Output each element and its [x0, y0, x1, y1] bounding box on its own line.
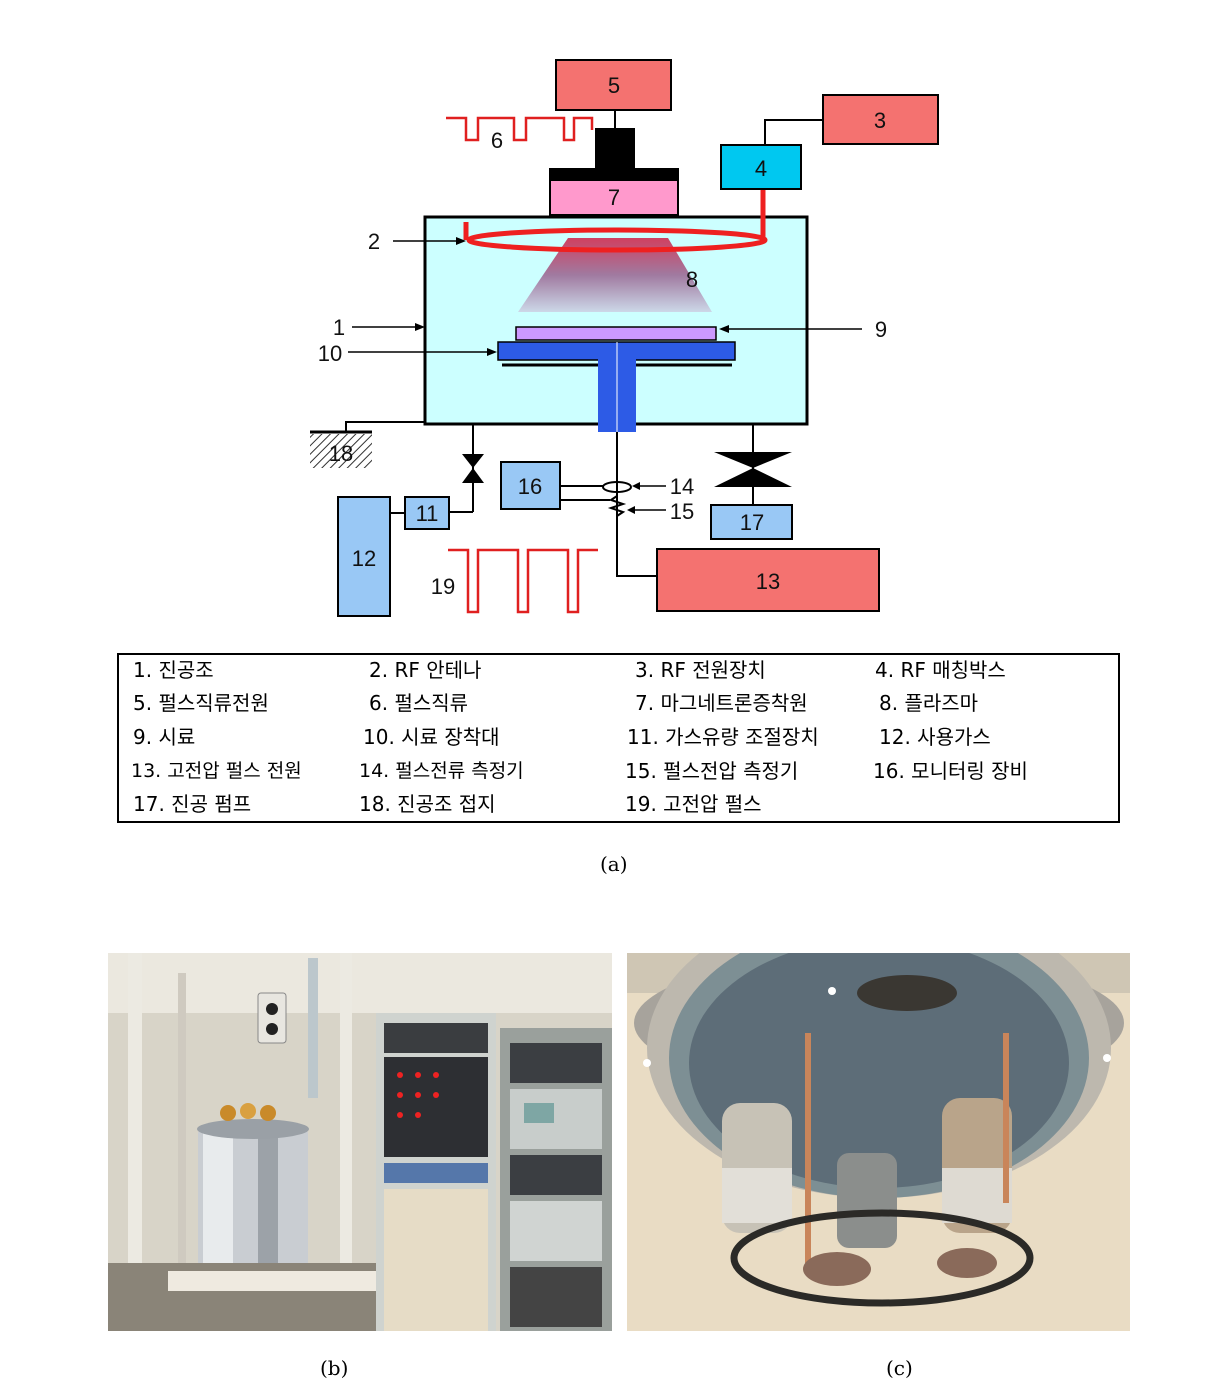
- legend-item: 8. 플라즈마: [879, 691, 979, 715]
- box-17-label: 17: [740, 510, 764, 535]
- box-7-label: 7: [608, 185, 620, 210]
- photo-equipment: [108, 953, 612, 1331]
- label-2: 2: [368, 229, 380, 254]
- box-3: [822, 94, 939, 145]
- ground-18: [310, 434, 372, 468]
- legend-item: 18. 진공조 접지: [359, 792, 496, 816]
- box-12-label: 12: [352, 546, 376, 571]
- box-17: [710, 504, 793, 540]
- gas-valve: [462, 454, 484, 468]
- box-3-label: 3: [874, 108, 886, 133]
- voltage-probe-15: [607, 495, 627, 517]
- legend-table: 1. 진공조 2. RF 안테나 3. RF 전원장치 4. RF 매칭박스 5…: [117, 653, 1120, 823]
- box-12: [337, 496, 391, 617]
- box-16-label: 16: [518, 474, 542, 499]
- box-4: [720, 144, 802, 190]
- box-16: [500, 461, 561, 510]
- legend-item: 5. 펄스직류전원: [133, 691, 269, 715]
- legend-item: 15. 펄스전압 측정기: [625, 759, 799, 783]
- plasma: [518, 238, 712, 312]
- pump-valve: [714, 452, 792, 468]
- label-19: 19: [431, 574, 455, 599]
- waveform-6: [446, 116, 594, 142]
- legend-item: 19. 고전압 펄스: [625, 792, 762, 816]
- label-10: 10: [318, 341, 342, 366]
- legend-item: 1. 진공조: [133, 658, 214, 682]
- label-1: 1: [333, 315, 345, 340]
- label-15: 15: [670, 499, 694, 524]
- caption-a: (a): [600, 852, 628, 876]
- box-5-label: 5: [608, 73, 620, 98]
- legend-item: 16. 모니터링 장비: [873, 759, 1028, 783]
- legend-item: 14. 펄스전류 측정기: [359, 760, 524, 782]
- sample: [515, 326, 717, 341]
- label-8: 8: [686, 267, 698, 292]
- waveform-19: [448, 548, 598, 614]
- label-6: 6: [491, 128, 503, 153]
- legend-item: 12. 사용가스: [879, 725, 991, 749]
- legend-item: 17. 진공 펌프: [133, 792, 252, 816]
- legend-item: 10. 시료 장착대: [363, 725, 500, 749]
- box-4-label: 4: [755, 156, 767, 181]
- label-14: 14: [670, 474, 694, 499]
- box-5: [555, 59, 672, 111]
- box-13: [656, 548, 880, 612]
- box-11: [404, 496, 450, 530]
- legend-item: 2. RF 안테나: [369, 658, 482, 682]
- magnetron-source-box: [549, 179, 679, 216]
- caption-c: (c): [886, 1356, 913, 1380]
- label-9: 9: [875, 317, 887, 342]
- legend-item: 9. 시료: [133, 725, 196, 749]
- label-18: 18: [329, 441, 353, 466]
- legend-item: 6. 펄스직류: [369, 691, 469, 715]
- magnetron-stem: [595, 128, 635, 170]
- magnetron-cap: [549, 168, 679, 181]
- legend-item: 3. RF 전원장치: [635, 658, 766, 682]
- current-probe-14: [602, 481, 632, 493]
- box-11-label: 11: [416, 501, 439, 526]
- photo-chamber-interior: [627, 953, 1130, 1331]
- legend-item: 4. RF 매칭박스: [875, 658, 1006, 682]
- caption-b: (b): [320, 1356, 349, 1380]
- legend-item: 11. 가스유량 조절장치: [627, 725, 819, 749]
- legend-item: 13. 고전압 펄스 전원: [131, 760, 302, 782]
- box-13-label: 13: [756, 569, 780, 594]
- sputtering-system-diagram: 5 3 4 7 16 17 11 12 13 6 2 8 1 10 9 18 1…: [310, 59, 939, 617]
- legend-item: 7. 마그네트론증착원: [635, 691, 808, 715]
